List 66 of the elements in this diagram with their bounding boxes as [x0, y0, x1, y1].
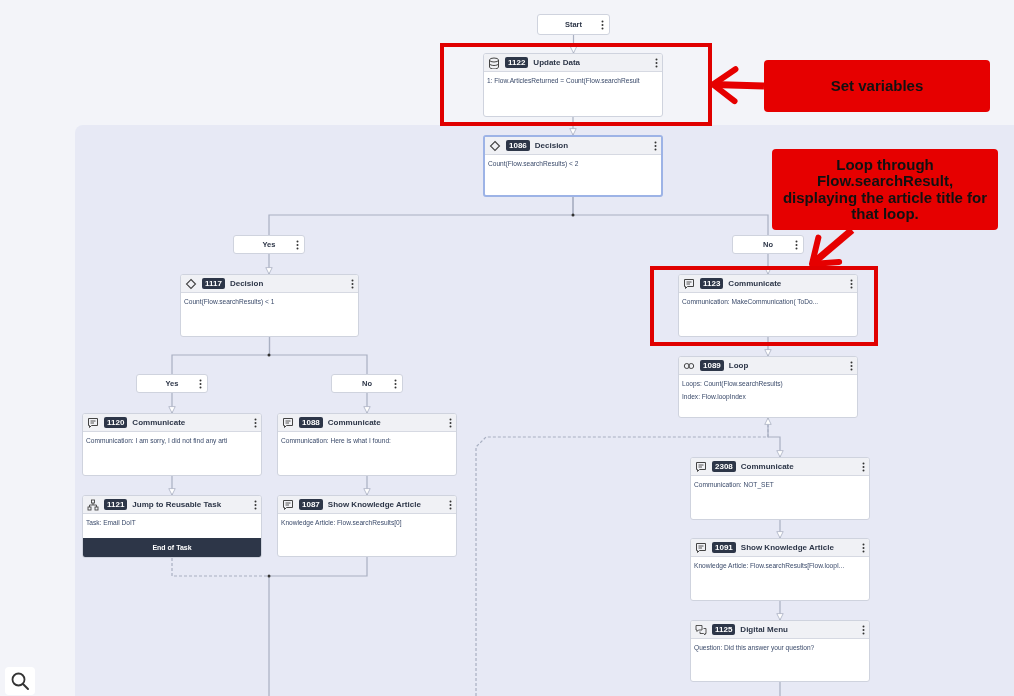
- step-number: 1087: [299, 499, 323, 510]
- step-number: 1121: [104, 499, 128, 510]
- step-title: Decision: [534, 141, 569, 150]
- step-number: 1089: [700, 360, 724, 371]
- step-number: 1091: [712, 542, 736, 553]
- branch-label-box: [331, 374, 403, 393]
- highlight-frame: [650, 266, 878, 346]
- connector-arrow: [776, 519, 784, 539]
- step-number: 1122: [505, 57, 529, 68]
- flow-step-card: [82, 413, 262, 476]
- flow-step-card: [678, 274, 858, 337]
- step-number: 1086: [506, 140, 530, 151]
- callout-text: Set variables: [829, 77, 925, 95]
- connector-arrow: [363, 392, 371, 414]
- step-title: Show Knowledge Article: [740, 543, 834, 552]
- step-number: 1120: [104, 417, 128, 428]
- step-title: Show Knowledge Article: [327, 500, 421, 509]
- step-number: 1123: [700, 278, 724, 289]
- flow-step-card: [483, 53, 663, 117]
- connector-line: [268, 336, 368, 375]
- callout-arrow: [809, 227, 855, 267]
- flow-step-card: [277, 495, 457, 557]
- connector-arrow: [569, 116, 577, 136]
- flow-step-card: [690, 538, 870, 601]
- branch-label-box: [233, 235, 305, 254]
- step-number: 1125: [712, 624, 736, 635]
- step-title: Communicate: [132, 418, 186, 427]
- flow-step-card: [277, 413, 457, 476]
- flow-step-card: [690, 620, 870, 682]
- callout-box: [772, 149, 998, 230]
- flow-step-card: [690, 457, 870, 520]
- flow-step-card: [82, 495, 262, 558]
- flow-step-card: [483, 135, 663, 197]
- connector-line: [572, 196, 769, 236]
- connector-arrow: [569, 34, 578, 54]
- step-title: Jump to Reusable Task: [132, 500, 222, 509]
- connector-arrow: [168, 475, 176, 496]
- callout-arrow: [710, 66, 765, 105]
- callout-text: Loop through Flow.searchResult, displaying the article title for that loop.: [781, 156, 989, 223]
- step-title: Communicate: [327, 418, 381, 427]
- connector-arrow: [764, 336, 772, 357]
- connector-arrow: [764, 253, 772, 275]
- connector-arrow: [363, 475, 371, 496]
- step-number: 2308: [712, 461, 736, 472]
- step-title: Loop: [728, 361, 749, 370]
- connector-arrow: [776, 600, 784, 621]
- connector-arrow: [265, 253, 273, 275]
- step-title: Communicate: [728, 279, 782, 288]
- connector-line: [268, 556, 368, 696]
- highlight-frame: [440, 43, 712, 126]
- connector-line: [779, 681, 781, 696]
- step-title: Digital Menu: [740, 625, 788, 634]
- connector-arrow: [168, 392, 176, 414]
- branch-label-box: [732, 235, 804, 254]
- step-title: Update Data: [533, 58, 581, 67]
- step-number: 1088: [299, 417, 323, 428]
- connector-line: [171, 557, 270, 577]
- step-title: Decision: [229, 279, 264, 288]
- flow-step-card: [180, 274, 359, 337]
- step-number: 1117: [202, 278, 225, 289]
- branch-label-box: [136, 374, 208, 393]
- callout-box: [764, 60, 990, 112]
- step-title: Communicate: [740, 462, 794, 471]
- flow-step-card: [678, 356, 858, 418]
- connector-arrow: [475, 417, 772, 696]
- start-box: [537, 14, 610, 35]
